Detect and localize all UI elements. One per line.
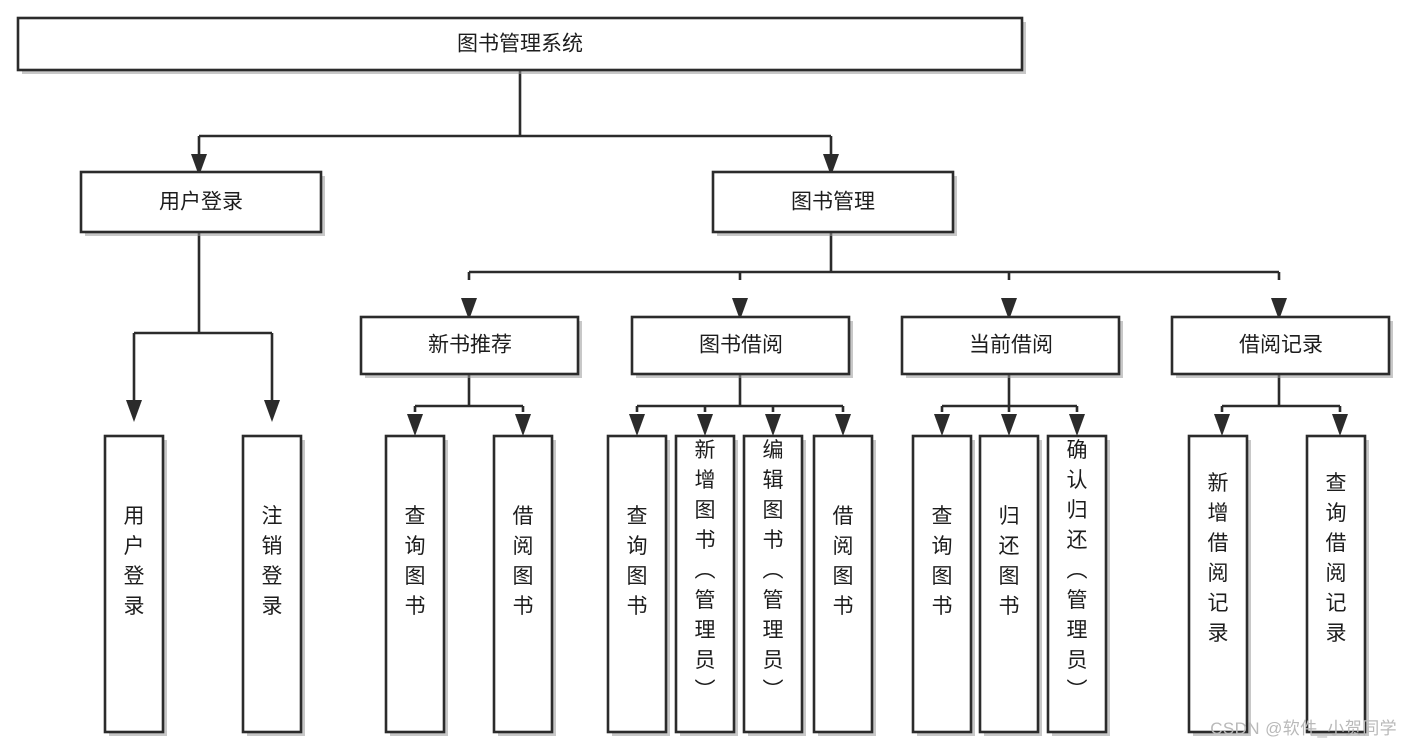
edge-book-borrow-bus (635, 374, 845, 412)
arrow-new-book-rec-to-leaf-4 (515, 414, 531, 436)
arrow-book-borrow-to-leaf-5 (629, 414, 645, 436)
node-leaf-13[interactable]: 查询借阅记录 (1305, 434, 1367, 734)
node-leaf-7[interactable]: 编辑图书︵管理员︶ (742, 434, 804, 734)
node-leaf-3[interactable]: 查询图书 (384, 434, 446, 734)
node-leaf-1[interactable]: 用户登录 (103, 434, 165, 734)
node-leaf-5-label: 查询图书 (627, 505, 648, 618)
arrow-user-login-to-leaf-1 (126, 400, 142, 422)
node-root[interactable]: 图书管理系统 (16, 16, 1024, 72)
node-book-borrow-label: 图书借阅 (699, 334, 783, 357)
node-leaf-8[interactable]: 借阅图书 (812, 434, 874, 734)
watermark-text: CSDN @软件_小贺同学 (1210, 719, 1397, 738)
node-leaf-3-label: 查询图书 (405, 505, 426, 618)
node-leaf-12-label: 新增借阅记录 (1208, 472, 1229, 645)
node-current-borrow[interactable]: 当前借阅 (900, 315, 1121, 376)
node-leaf-10[interactable]: 归还图书 (978, 434, 1040, 734)
node-leaf-5[interactable]: 查询图书 (606, 434, 668, 734)
arrow-book-borrow-to-leaf-6 (697, 414, 713, 436)
node-leaf-2-label: 注销登录 (262, 505, 283, 618)
arrow-current-borrow-to-leaf-11 (1069, 414, 1085, 436)
node-leaf-6[interactable]: 新增图书︵管理员︶ (674, 434, 736, 734)
node-leaf-11[interactable]: 确认归还︵管理员︶ (1046, 434, 1108, 734)
edge-user-login-bus (132, 232, 274, 400)
node-leaf-2[interactable]: 注销登录 (241, 434, 303, 734)
arrow-current-borrow-to-leaf-10 (1001, 414, 1017, 436)
node-user-login[interactable]: 用户登录 (79, 170, 323, 234)
arrow-book-borrow-to-leaf-7 (765, 414, 781, 436)
arrow-book-borrow-to-leaf-8 (835, 414, 851, 436)
node-borrow-record-label: 借阅记录 (1239, 334, 1323, 357)
arrow-borrow-record-to-leaf-12 (1214, 414, 1230, 436)
edge-root-bus (197, 71, 833, 160)
node-book-manage-label: 图书管理 (791, 191, 875, 214)
arrow-new-book-rec-to-leaf-3 (407, 414, 423, 436)
node-leaf-6-label: 新增图书︵管理员︶ (695, 439, 716, 702)
node-leaf-4[interactable]: 借阅图书 (492, 434, 554, 734)
node-current-borrow-label: 当前借阅 (969, 334, 1053, 357)
arrow-user-login-to-leaf-2 (264, 400, 280, 422)
edge-borrow-record-bus (1220, 374, 1342, 412)
node-leaf-13-label: 查询借阅记录 (1326, 472, 1347, 645)
node-root-label: 图书管理系统 (457, 33, 583, 56)
arrow-borrow-record-to-leaf-13 (1332, 414, 1348, 436)
connector-layer (126, 71, 1348, 436)
arrow-current-borrow-to-leaf-9 (934, 414, 950, 436)
edge-current-borrow-bus (940, 374, 1079, 412)
node-leaf-1-label: 用户登录 (124, 505, 145, 618)
edge-new-book-rec-bus (413, 374, 525, 412)
node-leaf-9-label: 查询图书 (932, 505, 953, 618)
node-new-book-rec-label: 新书推荐 (428, 334, 512, 357)
node-book-manage[interactable]: 图书管理 (711, 170, 955, 234)
node-leaf-9[interactable]: 查询图书 (911, 434, 973, 734)
node-leaf-4-label: 借阅图书 (513, 505, 534, 618)
node-leaf-11-label: 确认归还︵管理员︶ (1067, 439, 1088, 702)
node-new-book-rec[interactable]: 新书推荐 (359, 315, 580, 376)
node-borrow-record[interactable]: 借阅记录 (1170, 315, 1391, 376)
node-leaf-7-label: 编辑图书︵管理员︶ (763, 439, 784, 702)
node-leaf-8-label: 借阅图书 (833, 505, 854, 618)
node-book-borrow[interactable]: 图书借阅 (630, 315, 851, 376)
node-user-login-label: 用户登录 (159, 191, 243, 214)
node-leaf-12[interactable]: 新增借阅记录 (1187, 434, 1249, 734)
edge-book-manage-bus (467, 232, 1281, 280)
node-leaf-10-label: 归还图书 (999, 505, 1020, 618)
